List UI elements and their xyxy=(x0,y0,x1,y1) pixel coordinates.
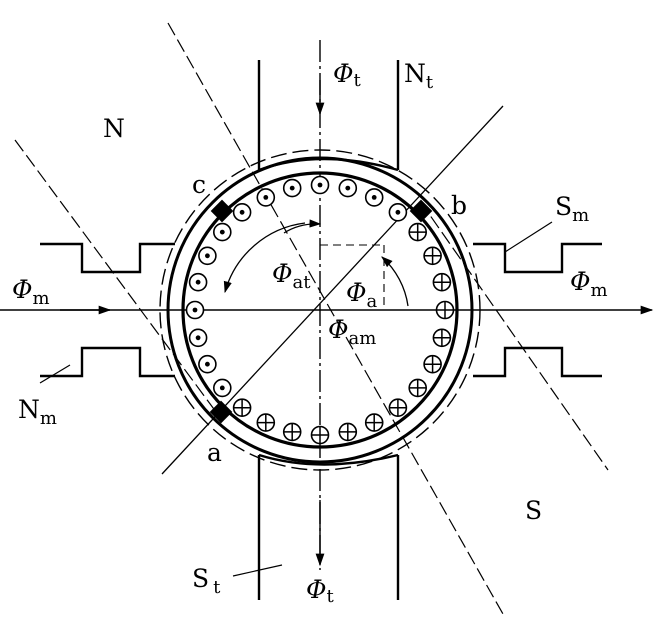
conductor-into-page xyxy=(256,413,276,432)
conductor-into-page xyxy=(388,398,408,418)
conductor-out-of-page xyxy=(364,188,384,207)
conductor-out-of-page xyxy=(198,246,217,266)
label-brush-c: c xyxy=(192,170,206,199)
label-brush-b: b xyxy=(451,191,467,220)
angle-arc xyxy=(381,256,409,307)
bottom-pole-piece xyxy=(257,453,400,600)
label-flux-top: Φt xyxy=(333,59,362,91)
label-flux-at: Φat xyxy=(272,259,311,293)
conductor-out-of-page xyxy=(232,203,252,222)
conductor-into-page xyxy=(435,300,455,320)
conductor-out-of-page xyxy=(213,222,232,242)
label-north-main: Nm xyxy=(18,395,57,429)
conductor-into-page xyxy=(423,354,442,374)
label-flux-am: Φam xyxy=(328,315,376,349)
right-main-pole xyxy=(473,242,602,378)
conductor-group xyxy=(185,175,455,445)
left-main-pole xyxy=(40,242,175,378)
conductor-out-of-page xyxy=(310,175,330,195)
label-flux-bottom: Φt xyxy=(306,575,335,607)
conductor-into-page xyxy=(338,422,358,442)
label-north-top: Nt xyxy=(404,59,434,93)
conductor-into-page xyxy=(423,246,442,266)
conductor-out-of-page xyxy=(185,300,205,320)
conductor-into-page xyxy=(232,398,252,418)
conductor-out-of-page xyxy=(213,378,232,398)
top-pole-piece xyxy=(257,60,400,172)
conductor-out-of-page xyxy=(282,178,302,198)
rotation-arc-arrow xyxy=(223,222,306,294)
conductor-into-page xyxy=(432,328,452,348)
label-south-main: Sm xyxy=(555,192,589,226)
dashed-diagonal-line-2 xyxy=(14,139,223,421)
conductor-out-of-page xyxy=(188,272,208,292)
arc-arrow-right-top xyxy=(283,219,322,234)
label-flux-left: Φm xyxy=(12,275,50,309)
conductor-into-page xyxy=(408,222,428,242)
conductor-out-of-page xyxy=(256,188,276,207)
label-north-pole: N xyxy=(103,114,125,143)
conductor-into-page xyxy=(282,422,302,442)
conductor-out-of-page xyxy=(198,354,217,374)
conductor-into-page xyxy=(432,272,452,292)
conductor-out-of-page xyxy=(388,203,408,222)
dashed-diagonal-line-3 xyxy=(419,200,609,471)
label-south-pole: S xyxy=(525,496,542,525)
leader-line-s-t xyxy=(232,564,283,577)
leader-line-s-m xyxy=(504,221,553,253)
label-brush-a: a xyxy=(207,438,222,467)
conductor-out-of-page xyxy=(338,178,358,198)
label-flux-a: Φa xyxy=(346,278,378,312)
conductor-into-page xyxy=(310,425,330,445)
leader-line-n-m xyxy=(39,364,71,384)
conductor-into-page xyxy=(364,413,384,432)
conductor-into-page xyxy=(408,378,428,398)
conductor-out-of-page xyxy=(188,328,208,348)
label-flux-right: Φm xyxy=(570,267,608,301)
